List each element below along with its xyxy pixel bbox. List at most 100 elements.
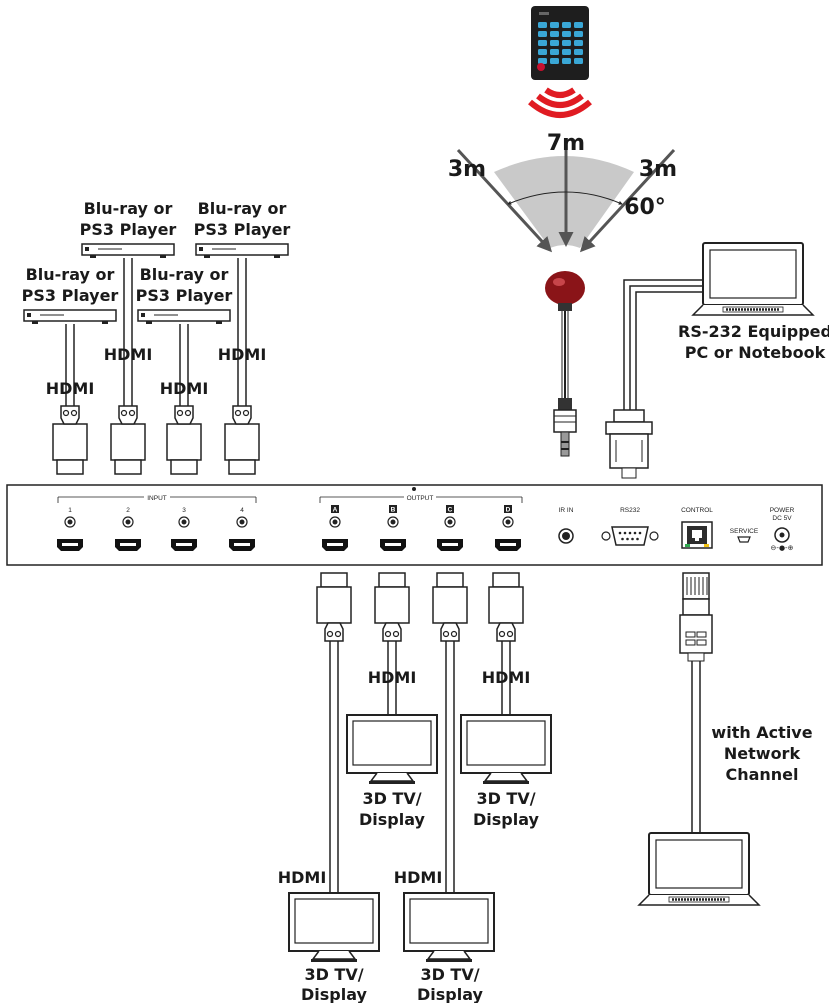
hdmi-plug-out-a: [316, 572, 352, 642]
input-group-label: INPUT: [147, 495, 167, 502]
remote-key: [550, 58, 559, 64]
remote-key: [538, 49, 547, 55]
network-laptop: [637, 831, 761, 907]
remote-key: [550, 22, 559, 28]
input-port-2: 2: [115, 507, 141, 551]
output-port-b: B: [380, 505, 406, 551]
player-top-right: [195, 243, 289, 259]
remote-key: [538, 40, 547, 46]
display-lower-right-line2: Display: [417, 985, 484, 1003]
angle-label: 60°: [624, 195, 666, 220]
display-lower-left-line2: Display: [301, 985, 368, 1003]
remote-key: [550, 49, 559, 55]
output-port-b-label: B: [391, 507, 396, 514]
output-port-a: A: [322, 505, 348, 551]
remote-key: [574, 22, 583, 28]
hdmi-label-in4: HDMI: [218, 345, 267, 364]
input-port-2-label: 2: [126, 507, 130, 514]
network-label-line2: Network: [724, 744, 801, 763]
hdmi-plug-in2: [110, 405, 146, 475]
svg-text:⊖-●-⊕: ⊖-●-⊕: [771, 544, 794, 552]
source-top-right-line1: Blu-ray or: [198, 199, 287, 218]
display-upper-right: [460, 714, 552, 785]
control-label: CONTROL: [681, 507, 713, 514]
input-port-3: 3: [171, 507, 197, 551]
service-port: [737, 536, 751, 543]
distance-right-label: 3m: [639, 157, 677, 182]
remote-key: [538, 58, 547, 64]
hdmi-label-in3: HDMI: [160, 379, 209, 398]
output-cables: [329, 641, 511, 893]
hdmi-plug-out-b: [374, 572, 410, 642]
network-label-line1: with Active: [711, 723, 812, 742]
input-port-4-label: 4: [240, 507, 244, 514]
distance-center-label: 7m: [547, 131, 585, 156]
input-port-1: 1: [57, 507, 83, 551]
output-port-a-label: A: [333, 507, 338, 514]
hdmi-label-out-upper-left: HDMI: [368, 668, 417, 687]
ir-in-label: IR IN: [559, 507, 574, 514]
hdmi-label-out-upper-right: HDMI: [482, 668, 531, 687]
output-port-c: C: [437, 505, 463, 551]
ir-in-jack: [558, 528, 574, 544]
distance-left-label: 3m: [448, 157, 486, 182]
source-top-left-line2: PS3 Player: [80, 220, 177, 239]
rs232-port: [601, 526, 659, 546]
display-lower-right-line1: 3D TV/: [420, 965, 479, 984]
output-port-c-label: C: [448, 507, 453, 514]
display-upper-left-line1: 3D TV/: [362, 789, 421, 808]
source-low-right-line1: Blu-ray or: [140, 265, 229, 284]
player-low-right: [137, 309, 231, 325]
ir-reception-zone: [456, 148, 676, 253]
output-port-d: D: [495, 505, 521, 551]
rj45-plug: [679, 572, 713, 662]
display-lower-left: [288, 892, 380, 963]
power-jack: ⊖-●-⊕: [771, 527, 794, 552]
output-port-d-label: D: [506, 507, 511, 514]
source-top-right-line2: PS3 Player: [194, 220, 291, 239]
source-low-left-line1: Blu-ray or: [26, 265, 115, 284]
input-port-3-label: 3: [182, 507, 186, 514]
rs232-cable: [623, 279, 703, 410]
display-upper-right-line2: Display: [473, 810, 540, 829]
hdmi-label-out-lower-left: HDMI: [278, 868, 327, 887]
hdmi-plug-in4: [224, 405, 260, 475]
source-low-right-line2: PS3 Player: [136, 286, 233, 305]
source-top-left-line1: Blu-ray or: [84, 199, 173, 218]
matrix-switcher-panel: INPUT OUTPUT IR IN RS232 CONTROL SERVICE…: [6, 484, 823, 566]
display-upper-right-line1: 3D TV/: [476, 789, 535, 808]
pc-label-line1: RS-232 Equipped: [678, 322, 829, 341]
rs232-laptop: [691, 241, 815, 317]
hdmi-plug-in1: [52, 405, 88, 475]
power-label-line2: DC 5V: [772, 515, 792, 522]
network-cable: [691, 661, 705, 861]
remote-key: [538, 31, 547, 37]
pc-label-line2: PC or Notebook: [685, 343, 826, 362]
remote-key: [562, 58, 571, 64]
remote-key: [574, 58, 583, 64]
db9-connector: [605, 409, 653, 479]
source-low-left-line2: PS3 Player: [22, 286, 119, 305]
hdmi-label-in1: HDMI: [46, 379, 95, 398]
display-upper-left: [346, 714, 438, 785]
hdmi-plug-out-c: [432, 572, 468, 642]
player-low-left: [23, 309, 117, 325]
service-label: SERVICE: [730, 528, 759, 535]
remote-key: [538, 22, 547, 28]
control-rj45-port: [681, 521, 713, 549]
network-label-line3: Channel: [725, 765, 798, 784]
remote-key: [562, 31, 571, 37]
display-lower-left-line1: 3D TV/: [304, 965, 363, 984]
rs232-label: RS232: [620, 507, 640, 514]
hdmi-plug-in3: [166, 405, 202, 475]
remote-key: [550, 31, 559, 37]
output-group-label: OUTPUT: [407, 495, 434, 502]
hdmi-label-out-lower-right: HDMI: [394, 868, 443, 887]
remote-control: [531, 6, 589, 80]
input-cables: [65, 258, 247, 406]
input-port-4: 4: [229, 507, 255, 551]
remote-key: [562, 40, 571, 46]
remote-key: [574, 31, 583, 37]
player-top-left: [81, 243, 175, 259]
ir-signal-waves: [528, 87, 592, 118]
